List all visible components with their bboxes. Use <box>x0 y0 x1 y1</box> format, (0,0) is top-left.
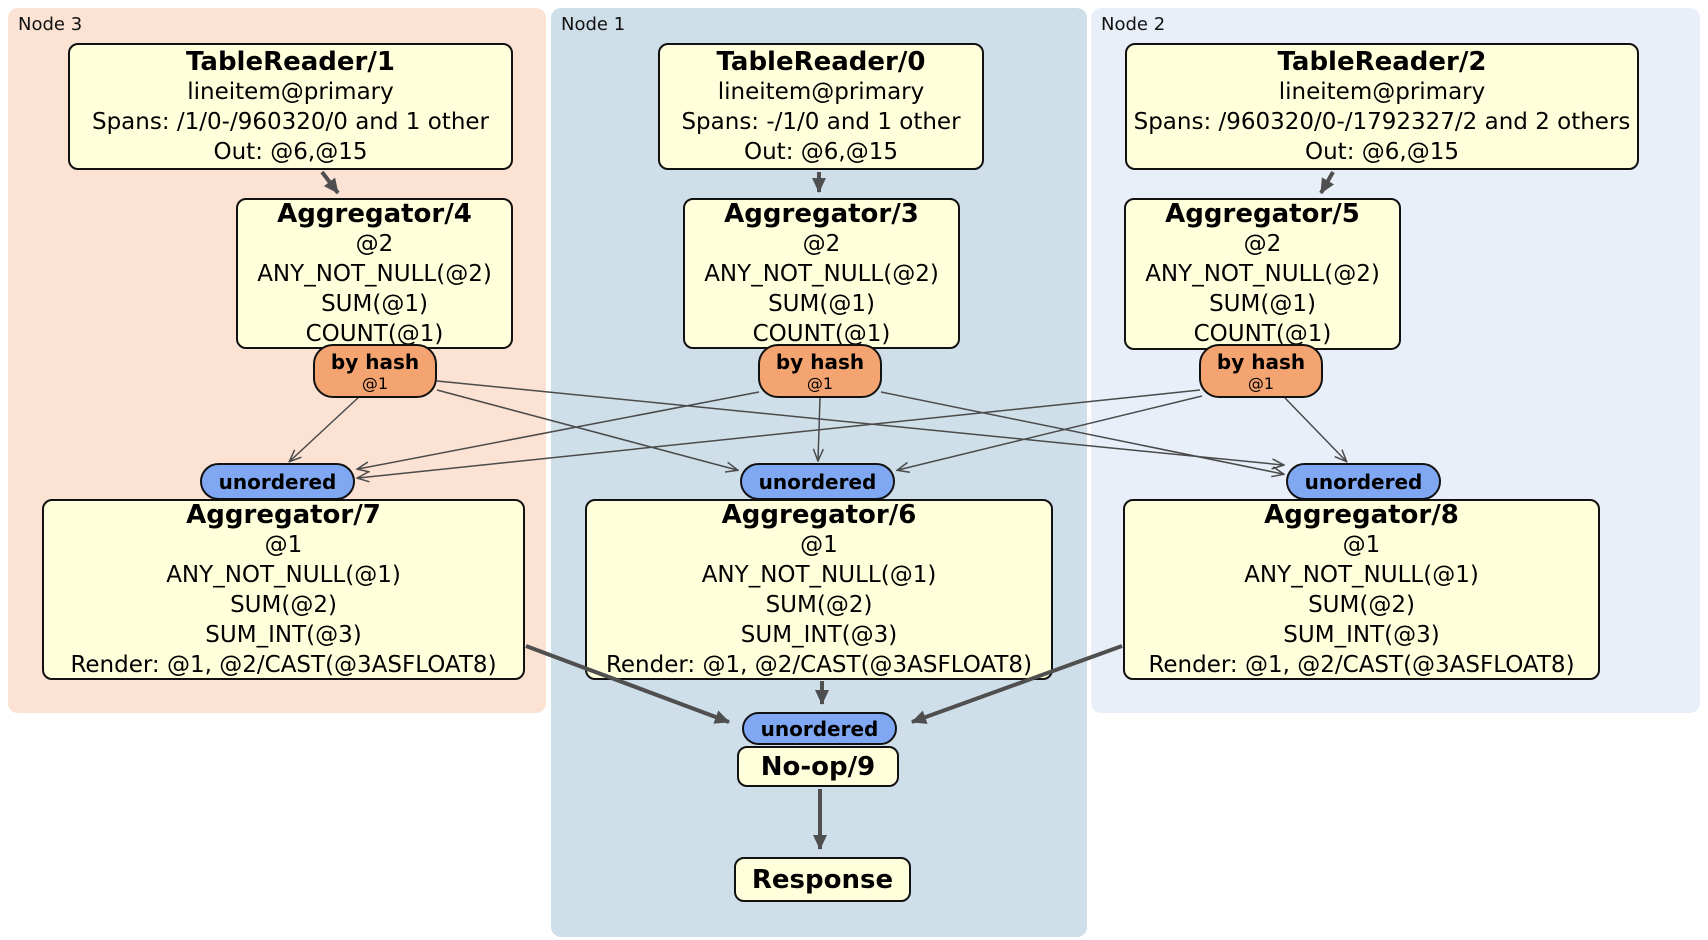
router-by-hash-node3: by hash @1 <box>313 344 437 398</box>
processor-detail: SUM(@1) <box>1209 291 1316 317</box>
processor-tablereader-1: TableReader/1 lineitem@primary Spans: /1… <box>68 43 513 170</box>
processor-aggregator-3: Aggregator/3 @2 ANY_NOT_NULL(@2) SUM(@1)… <box>683 198 960 349</box>
processor-title: Aggregator/6 <box>721 499 917 530</box>
processor-detail: lineitem@primary <box>1278 78 1486 105</box>
processor-title: Aggregator/4 <box>277 198 472 229</box>
processor-detail: SUM(@2) <box>765 591 873 618</box>
processor-aggregator-5: Aggregator/5 @2 ANY_NOT_NULL(@2) SUM(@1)… <box>1124 198 1401 350</box>
processor-tablereader-2: TableReader/2 lineitem@primary Spans: /9… <box>1125 43 1639 170</box>
router-hash-key: @1 <box>806 373 834 393</box>
router-label: by hash <box>1216 349 1306 374</box>
processor-detail: SUM(@1) <box>768 290 875 317</box>
processor-aggregator-8: Aggregator/8 @1 ANY_NOT_NULL(@1) SUM(@2)… <box>1123 499 1600 680</box>
processor-detail: SUM_INT(@3) <box>1283 621 1440 648</box>
router-hash-key: @1 <box>361 373 389 393</box>
processor-title: TableReader/0 <box>716 46 926 77</box>
region-node3-label: Node 3 <box>18 14 83 35</box>
processor-detail: SUM(@1) <box>321 290 428 317</box>
processor-title: Aggregator/3 <box>724 198 919 229</box>
processor-detail: ANY_NOT_NULL(@2) <box>1145 261 1380 287</box>
processor-detail: COUNT(@1) <box>1193 321 1332 347</box>
processor-title: No-op/9 <box>760 751 876 782</box>
processor-detail: @1 <box>264 531 303 558</box>
processor-detail: Spans: /960320/0-/1792327/2 and 2 others <box>1133 108 1631 135</box>
processor-tablereader-0: TableReader/0 lineitem@primary Spans: -/… <box>658 43 984 170</box>
sync-unordered-node1: unordered <box>740 463 895 500</box>
processor-title: Response <box>751 864 894 895</box>
processor-detail: @1 <box>1342 531 1381 558</box>
sync-unordered-node3: unordered <box>200 463 355 500</box>
sync-label: unordered <box>758 469 877 494</box>
processor-detail: @1 <box>800 531 838 558</box>
processor-detail: ANY_NOT_NULL(@1) <box>166 561 401 588</box>
sync-unordered-node2: unordered <box>1286 463 1441 500</box>
processor-detail: Spans: /1/0-/960320/0 and 1 other <box>91 108 490 135</box>
processor-aggregator-6: Aggregator/6 @1 ANY_NOT_NULL(@1) SUM(@2)… <box>585 499 1053 680</box>
processor-detail: SUM_INT(@3) <box>740 621 898 648</box>
processor-detail: ANY_NOT_NULL(@1) <box>701 561 937 588</box>
region-node1-label: Node 1 <box>561 14 626 35</box>
processor-aggregator-4: Aggregator/4 @2 ANY_NOT_NULL(@2) SUM(@1)… <box>236 198 513 349</box>
processor-detail: Spans: -/1/0 and 1 other <box>681 108 961 135</box>
processor-detail: COUNT(@1) <box>305 320 444 347</box>
processor-title: Aggregator/5 <box>1165 199 1360 229</box>
processor-detail: SUM_INT(@3) <box>205 621 362 648</box>
processor-detail: @2 <box>1243 231 1282 257</box>
router-label: by hash <box>330 349 420 374</box>
processor-detail: ANY_NOT_NULL(@1) <box>1244 561 1479 588</box>
processor-detail: Render: @1, @2/CAST(@3ASFLOAT8) <box>605 651 1033 678</box>
processor-title: Aggregator/7 <box>186 499 381 530</box>
processor-detail: Out: @6,@15 <box>1305 138 1459 165</box>
processor-detail: SUM(@2) <box>230 591 337 618</box>
processor-detail: @2 <box>355 230 394 257</box>
processor-detail: COUNT(@1) <box>752 320 891 347</box>
router-label: by hash <box>775 349 865 374</box>
region-node2-label: Node 2 <box>1101 14 1166 35</box>
processor-detail: Render: @1, @2/CAST(@3ASFLOAT8) <box>70 651 497 678</box>
processor-detail: @2 <box>802 230 841 257</box>
processor-detail: lineitem@primary <box>717 78 925 105</box>
processor-noop-9: No-op/9 <box>737 746 899 787</box>
response-node: Response <box>734 857 911 902</box>
processor-title: TableReader/1 <box>186 46 395 77</box>
router-by-hash-node2: by hash @1 <box>1199 344 1323 398</box>
router-hash-key: @1 <box>1247 373 1275 393</box>
processor-title: TableReader/2 <box>1277 46 1487 77</box>
processor-detail: Render: @1, @2/CAST(@3ASFLOAT8) <box>1148 651 1575 678</box>
processor-detail: Out: @6,@15 <box>744 138 898 165</box>
sync-label: unordered <box>760 716 879 741</box>
sync-unordered-final: unordered <box>742 712 897 745</box>
router-by-hash-node1: by hash @1 <box>758 344 882 398</box>
processor-title: Aggregator/8 <box>1264 499 1459 530</box>
processor-detail: ANY_NOT_NULL(@2) <box>257 260 492 287</box>
processor-detail: lineitem@primary <box>187 78 394 105</box>
sync-label: unordered <box>1304 469 1423 494</box>
sync-label: unordered <box>218 469 337 494</box>
processor-detail: ANY_NOT_NULL(@2) <box>704 260 939 287</box>
processor-detail: Out: @6,@15 <box>213 138 368 165</box>
processor-detail: SUM(@2) <box>1308 591 1415 618</box>
processor-aggregator-7: Aggregator/7 @1 ANY_NOT_NULL(@1) SUM(@2)… <box>42 499 525 680</box>
